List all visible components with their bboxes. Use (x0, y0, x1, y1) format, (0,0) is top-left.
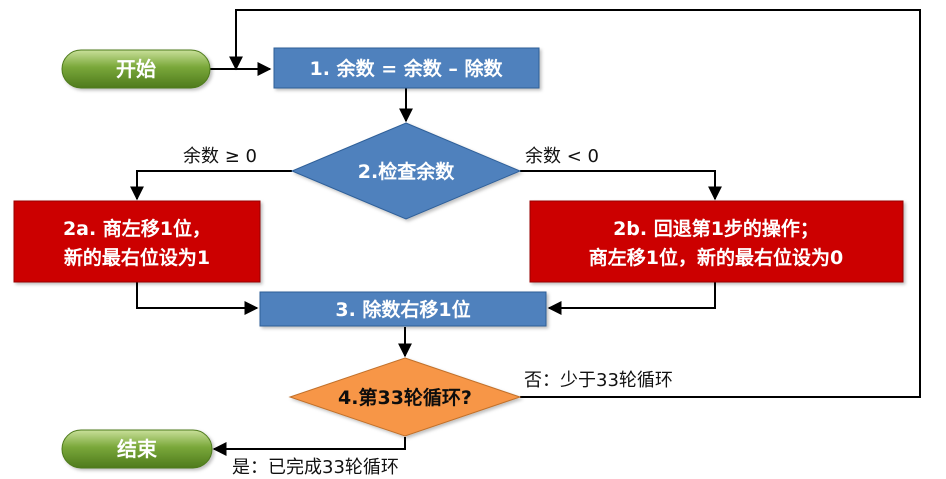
edge-label-no: 否：少于33轮循环 (524, 370, 673, 391)
edge-label-ge0: 余数 ≥ 0 (183, 146, 257, 167)
end-node: 结束 (61, 429, 213, 469)
step2-label: 2.检查余数 (358, 160, 455, 183)
start-node: 开始 (61, 49, 211, 89)
step1-node: 1. 余数 = 余数 – 除数 (273, 47, 540, 89)
edge-label-lt0: 余数 < 0 (525, 146, 599, 167)
step2a-line1: 2a. 商左移1位， (63, 217, 211, 240)
edge-loop-back (229, 9, 921, 398)
step2-node: 2.检查余数 (290, 122, 522, 220)
step2b-line2: 商左移1位，新的最右位设为0 (589, 246, 843, 269)
edge-2a-to-step3 (136, 282, 259, 315)
step4-node: 4.第33轮循环? (288, 357, 522, 437)
step2a-node: 2a. 商左移1位， 新的最右位设为1 (13, 200, 261, 283)
step2a-line2: 新的最右位设为1 (64, 246, 210, 269)
edge-step4-to-end (212, 437, 406, 456)
edge-step2-to-2a (130, 170, 292, 201)
step3-label: 3. 除数右移1位 (335, 298, 470, 321)
step2b-node: 2b. 回退第1步的操作； 商左移1位，新的最右位设为0 (529, 200, 904, 283)
edge-label-yes: 是：已完成33轮循环 (232, 457, 399, 478)
step4-label: 4.第33轮循环? (338, 386, 472, 409)
step2b-line1: 2b. 回退第1步的操作； (613, 217, 819, 240)
edge-2b-to-step3 (547, 282, 716, 315)
step1-label: 1. 余数 = 余数 – 除数 (310, 57, 504, 80)
edges (130, 9, 921, 456)
end-label: 结束 (117, 437, 158, 461)
edge-step2-to-2b (520, 170, 722, 201)
step3-node: 3. 除数右移1位 (259, 291, 547, 327)
start-label: 开始 (116, 57, 156, 81)
